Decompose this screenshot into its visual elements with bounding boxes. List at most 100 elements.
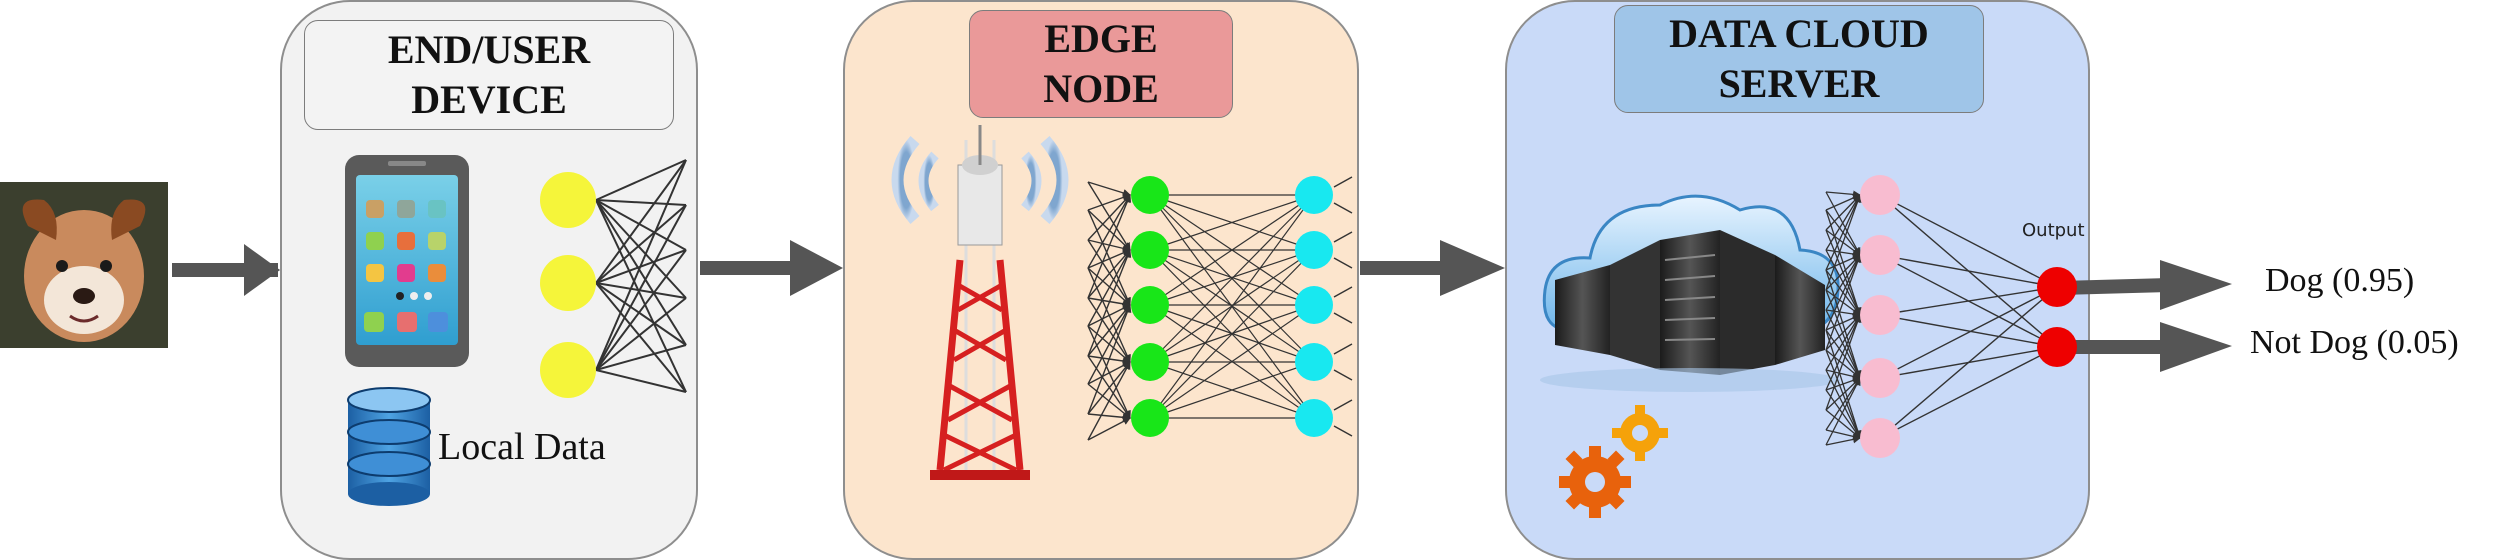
- green-neuron: [1131, 343, 1169, 381]
- connection-line: [1087, 239, 1131, 306]
- connection-line: [1825, 314, 1862, 411]
- connection-line: [1087, 355, 1131, 365]
- connection-line: [1087, 325, 1131, 363]
- connection-line: [1087, 181, 1131, 251]
- yellow-neuron: [540, 255, 596, 311]
- connection-line: [1825, 377, 1861, 446]
- cyan-neuron: [1295, 286, 1333, 324]
- connection-line: [595, 282, 687, 346]
- arrow-edge-to-cloud: [1440, 240, 1505, 296]
- connection-line: [595, 249, 687, 371]
- connection-line: [1087, 249, 1131, 299]
- connection-line: [595, 204, 687, 371]
- connection-line: [1825, 249, 1861, 316]
- connection-line: [1825, 329, 1861, 379]
- connection-line: [1333, 399, 1353, 411]
- connection-line: [1149, 194, 1315, 251]
- connection-line: [1087, 249, 1132, 357]
- connection-line: [1825, 389, 1861, 439]
- connection-line: [595, 369, 687, 393]
- connection-line: [1087, 267, 1131, 306]
- database-icon: [347, 387, 431, 506]
- cyan-neuron: [1295, 176, 1333, 214]
- connection-line: [1825, 289, 1862, 379]
- connection-line: [595, 204, 687, 284]
- connection-line: [1149, 304, 1315, 419]
- connection-line: [1879, 346, 2058, 439]
- connection-line: [1087, 413, 1131, 422]
- connection-line: [1825, 314, 1861, 371]
- output-neuron: [2037, 327, 2077, 367]
- connection-line: [595, 199, 687, 393]
- connection-line: [1087, 209, 1131, 306]
- connection-line: [1333, 343, 1353, 355]
- green-neuron: [1131, 399, 1169, 437]
- pink-neuron: [1860, 295, 1900, 335]
- connection-line: [1087, 267, 1131, 363]
- yellow-neuron: [540, 172, 596, 228]
- smartphone-icon: [345, 155, 469, 367]
- yellow-neuron: [540, 342, 596, 398]
- connection-line: [1333, 369, 1353, 381]
- connection-line: [1333, 257, 1353, 269]
- connection-line: [1149, 361, 1315, 419]
- gears-icon: [1559, 405, 1668, 518]
- connection-line: [1087, 194, 1131, 269]
- connection-line: [595, 159, 687, 371]
- connection-line: [595, 297, 687, 371]
- connection-line: [1087, 249, 1131, 327]
- connection-line: [1333, 312, 1353, 324]
- pink-neuron: [1860, 358, 1900, 398]
- radio-tower-icon: [891, 125, 1069, 480]
- connection-line: [1333, 231, 1353, 243]
- connection-line: [595, 282, 687, 393]
- output-dog-label: Dog (0.95): [2265, 262, 2415, 299]
- connection-line: [1149, 194, 1315, 306]
- connection-line: [1825, 309, 1861, 379]
- arrow-device-to-edge: [790, 240, 843, 296]
- connection-line: [595, 199, 687, 299]
- connection-line: [1333, 202, 1353, 214]
- diagram-graphics: [0, 125, 2232, 518]
- connection-line: [1825, 269, 1861, 316]
- connection-line: [1879, 286, 2058, 439]
- edge-node-title: EDGE NODE: [969, 10, 1233, 118]
- connection-line: [1825, 209, 1861, 256]
- connection-line: [1879, 194, 2058, 288]
- green-neuron: [1131, 286, 1169, 324]
- connection-line: [1825, 369, 1861, 439]
- connection-line: [1149, 249, 1315, 419]
- connection-line: [1333, 176, 1353, 188]
- connection-line: [1825, 435, 1861, 446]
- connection-line: [1087, 297, 1131, 308]
- connection-line: [1087, 383, 1131, 419]
- connection-line: [595, 199, 687, 251]
- connection-line: [1879, 314, 2058, 348]
- connection-line: [1879, 286, 2058, 379]
- cyan-neuron: [1295, 399, 1333, 437]
- connection-line: [1825, 229, 1862, 316]
- green-neuron: [1131, 176, 1169, 214]
- connection-line: [595, 199, 687, 206]
- connection-line: [1825, 329, 1862, 439]
- cyan-neuron: [1295, 343, 1333, 381]
- connection-line: [1333, 286, 1353, 298]
- connection-line: [1087, 194, 1131, 241]
- connection-line: [1825, 209, 1862, 316]
- connection-line: [1825, 191, 1861, 256]
- connection-line: [595, 159, 687, 201]
- connection-line: [1087, 181, 1131, 197]
- connection-line: [1149, 194, 1315, 363]
- local-data-label: Local Data: [438, 426, 606, 468]
- connection-line: [1087, 239, 1131, 253]
- dog-photo: [0, 182, 168, 348]
- connection-line: [595, 199, 687, 346]
- connection-line: [1087, 297, 1131, 363]
- connection-line: [1879, 254, 2058, 288]
- connection-line: [1087, 325, 1131, 419]
- arrow-output-not-dog: [2160, 322, 2232, 372]
- connection-line: [1087, 209, 1131, 251]
- cloud-server-icon: [1540, 194, 1840, 392]
- pink-neuron: [1860, 418, 1900, 458]
- output-neuron: [2037, 267, 2077, 307]
